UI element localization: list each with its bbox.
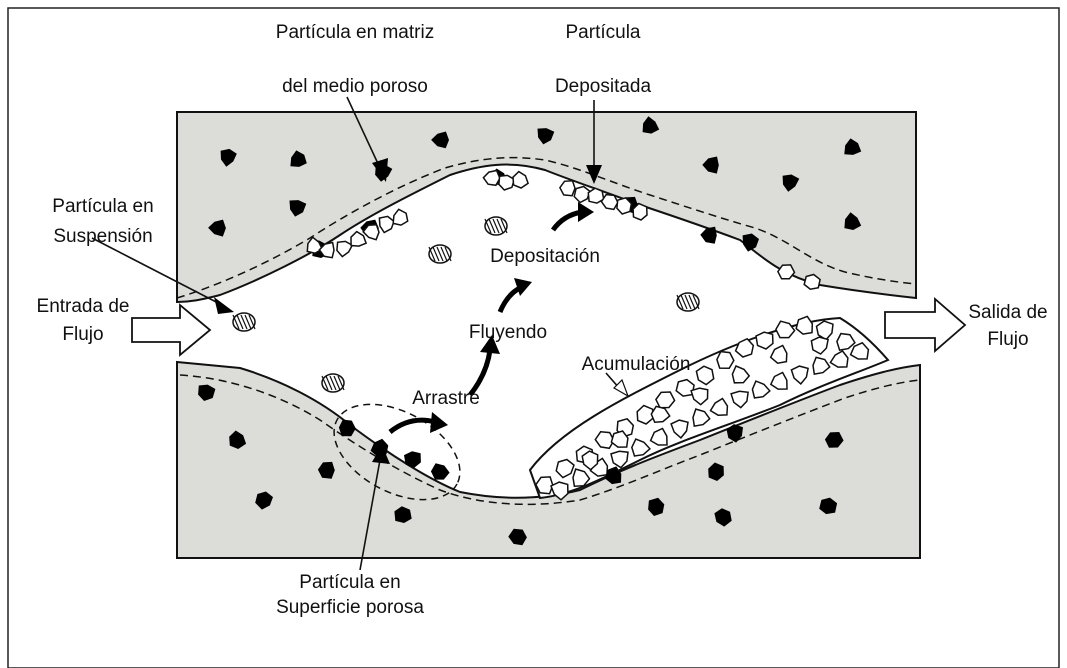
label-particle-suspension-1: Partícula en	[52, 196, 153, 217]
deposition-arrow-upper-head	[578, 202, 594, 222]
deposited-particle	[513, 172, 528, 188]
drag-arrowhead	[430, 412, 448, 433]
deposition-arrow-lower	[500, 288, 520, 312]
deposited-particle	[351, 232, 366, 247]
pointer-suspension-head	[214, 297, 234, 314]
deposited-particle	[483, 171, 500, 186]
deposited-particle	[499, 175, 514, 190]
deposited-particle	[574, 187, 590, 203]
label-deposition: Depositación	[490, 246, 600, 267]
label-accumulation: Acumulación	[582, 354, 691, 375]
deposited-particle	[778, 265, 795, 279]
label-particle-surface-1: Partícula en	[299, 572, 400, 593]
label-particle-matrix-2: del medio poroso	[282, 76, 428, 97]
label-particle-suspension-2: Suspensión	[53, 226, 152, 247]
deposited-particle	[601, 195, 618, 210]
suspended-particle	[429, 245, 451, 263]
label-inlet-2: Flujo	[62, 324, 103, 345]
accumulated-particle	[796, 316, 812, 334]
deposited-particle	[393, 209, 408, 225]
deposited-particle	[804, 275, 820, 290]
label-drag: Arrastre	[412, 388, 480, 409]
label-particle-surface-2: Superficie porosa	[276, 597, 424, 618]
suspended-particle	[677, 293, 699, 311]
label-outlet-1: Salida de	[968, 302, 1047, 323]
label-particle-deposited-2: Depositada	[555, 76, 652, 97]
label-particle-matrix-1: Partícula en matriz	[276, 22, 434, 43]
label-flowing: Fluyendo	[469, 322, 547, 343]
drag-arrow	[390, 420, 435, 432]
matrix-particle	[700, 227, 717, 244]
accumulated-particle	[717, 352, 734, 369]
deposited-particle	[560, 181, 575, 196]
accumulated-particle	[776, 321, 795, 337]
deposited-particle	[379, 216, 394, 232]
suspended-particle	[322, 374, 344, 392]
outlet-arrow	[885, 299, 965, 351]
inlet-arrow	[132, 305, 210, 355]
label-inlet-1: Entrada de	[37, 296, 130, 317]
matrix-particle	[431, 463, 450, 479]
suspended-particle	[485, 217, 507, 235]
deposition-arrow-upper	[553, 212, 582, 230]
suspended-particle	[233, 313, 255, 331]
label-outlet-2: Flujo	[987, 329, 1028, 350]
pointer-accumulation-head	[614, 380, 628, 396]
deposited-particle	[337, 241, 352, 256]
label-particle-deposited-1: Partícula	[566, 22, 641, 43]
